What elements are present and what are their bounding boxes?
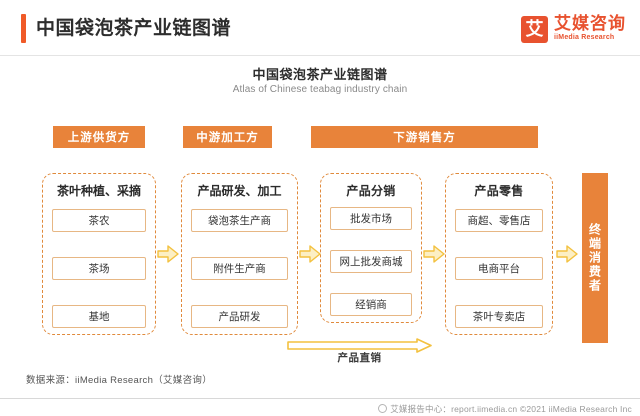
terminal-consumer-label: 终端消费者 bbox=[587, 223, 602, 293]
group-item: 批发市场 bbox=[330, 207, 412, 230]
group-title: 产品分销 bbox=[346, 184, 396, 198]
group-item: 茶叶专卖店 bbox=[455, 305, 543, 328]
group-item: 经销商 bbox=[330, 293, 412, 316]
flow-arrow-icon bbox=[157, 245, 179, 263]
group-item: 产品研发 bbox=[191, 305, 288, 328]
stage-header-midstream: 中游加工方 bbox=[183, 126, 272, 148]
group-item: 附件生产商 bbox=[191, 257, 288, 280]
page-footer: 艾媒报告中心：report.iimedia.cn ©2021 iiMedia R… bbox=[378, 402, 632, 415]
stage-header-upstream: 上游供货方 bbox=[53, 126, 145, 148]
logo-name-cn: 艾媒咨询 bbox=[554, 14, 626, 33]
group-box-retail: 产品零售 商超、零售店 电商平台 茶叶专卖店 bbox=[445, 173, 553, 335]
stage-header-downstream: 下游销售方 bbox=[311, 126, 538, 148]
source-note: 数据来源：iiMedia Research（艾媒咨询） bbox=[26, 375, 212, 386]
direct-sales-arrow-icon bbox=[287, 338, 432, 358]
group-item: 基地 bbox=[52, 305, 146, 328]
flow-arrow-icon bbox=[423, 245, 445, 263]
group-item: 茶场 bbox=[52, 257, 146, 280]
group-box-processing: 产品研发、加工 袋泡茶生产商 附件生产商 产品研发 bbox=[181, 173, 298, 335]
flow-arrow-icon bbox=[556, 245, 578, 263]
flow-arrow-icon bbox=[299, 245, 321, 263]
group-item: 袋泡茶生产商 bbox=[191, 209, 288, 232]
title-accent-bar bbox=[21, 14, 26, 43]
group-item: 电商平台 bbox=[455, 257, 543, 280]
chart-subtitle: Atlas of Chinese teabag industry chain bbox=[232, 84, 408, 95]
direct-sales-label: 产品直销 bbox=[337, 352, 382, 364]
page-header: 中国袋泡茶产业链图谱 艾 艾媒咨询 iiMedia Research bbox=[0, 0, 640, 56]
logo-mark-icon: 艾 bbox=[521, 15, 548, 43]
group-item: 茶农 bbox=[52, 209, 146, 232]
terminal-consumer-bar: 终端消费者 bbox=[582, 173, 608, 343]
header-divider bbox=[0, 55, 640, 56]
group-box-distribution: 产品分销 批发市场 网上批发商城 经销商 bbox=[320, 173, 422, 323]
footer-divider bbox=[0, 398, 640, 399]
group-title: 茶叶种植、采摘 bbox=[56, 184, 141, 198]
footer-text: 艾媒报告中心：report.iimedia.cn ©2021 iiMedia R… bbox=[390, 403, 632, 414]
group-item: 商超、零售店 bbox=[455, 209, 543, 232]
group-title: 产品研发、加工 bbox=[197, 184, 282, 198]
group-box-planting: 茶叶种植、采摘 茶农 茶场 基地 bbox=[42, 173, 156, 335]
chart-title: 中国袋泡茶产业链图谱 bbox=[252, 67, 388, 82]
logo-text: 艾媒咨询 iiMedia Research bbox=[554, 15, 626, 43]
logo-name-en: iiMedia Research bbox=[554, 34, 615, 41]
page-title: 中国袋泡茶产业链图谱 bbox=[36, 18, 232, 39]
footer-logo-icon bbox=[378, 404, 388, 413]
group-title: 产品零售 bbox=[474, 184, 524, 198]
group-item: 网上批发商城 bbox=[330, 250, 412, 273]
brand-logo: 艾 艾媒咨询 iiMedia Research bbox=[521, 14, 626, 44]
